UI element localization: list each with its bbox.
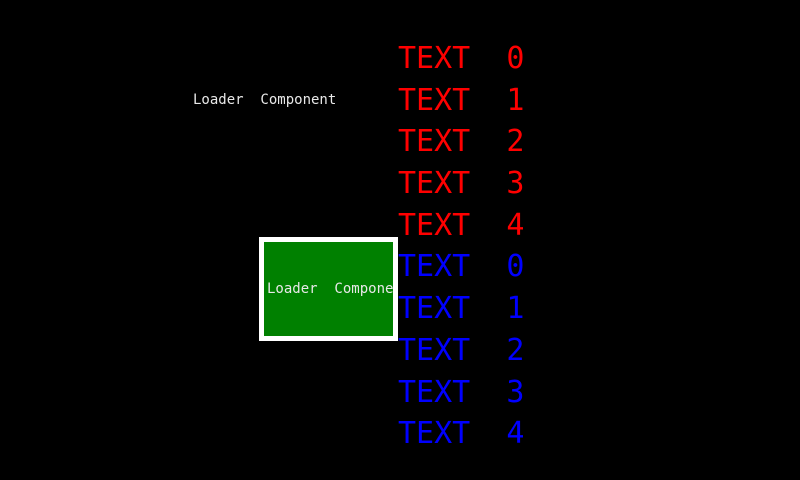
loader-component-box-inner: Loader Component — [264, 242, 393, 336]
text-row: TEXT 0 — [398, 249, 525, 285]
loader-component-box-label: Loader Component — [267, 281, 393, 297]
text-row: TEXT 3 — [398, 166, 525, 202]
text-row: TEXT 1 — [398, 82, 525, 118]
loader-component-label-top: Loader Component — [193, 92, 337, 108]
loader-component-box[interactable]: Loader Component — [259, 237, 398, 341]
text-row: TEXT 4 — [398, 207, 525, 243]
text-row: TEXT 3 — [398, 374, 525, 410]
text-row: TEXT 1 — [398, 291, 525, 327]
text-row: TEXT 0 — [398, 41, 525, 76]
text-row: TEXT 4 — [398, 416, 525, 452]
text-row-list: TEXT 0 TEXT 1 TEXT 2 TEXT 3 TEXT 4 TEXT 0 TEXT… — [398, 38, 738, 455]
text-row: TEXT 2 — [398, 332, 525, 368]
text-row: TEXT 2 — [398, 124, 525, 160]
